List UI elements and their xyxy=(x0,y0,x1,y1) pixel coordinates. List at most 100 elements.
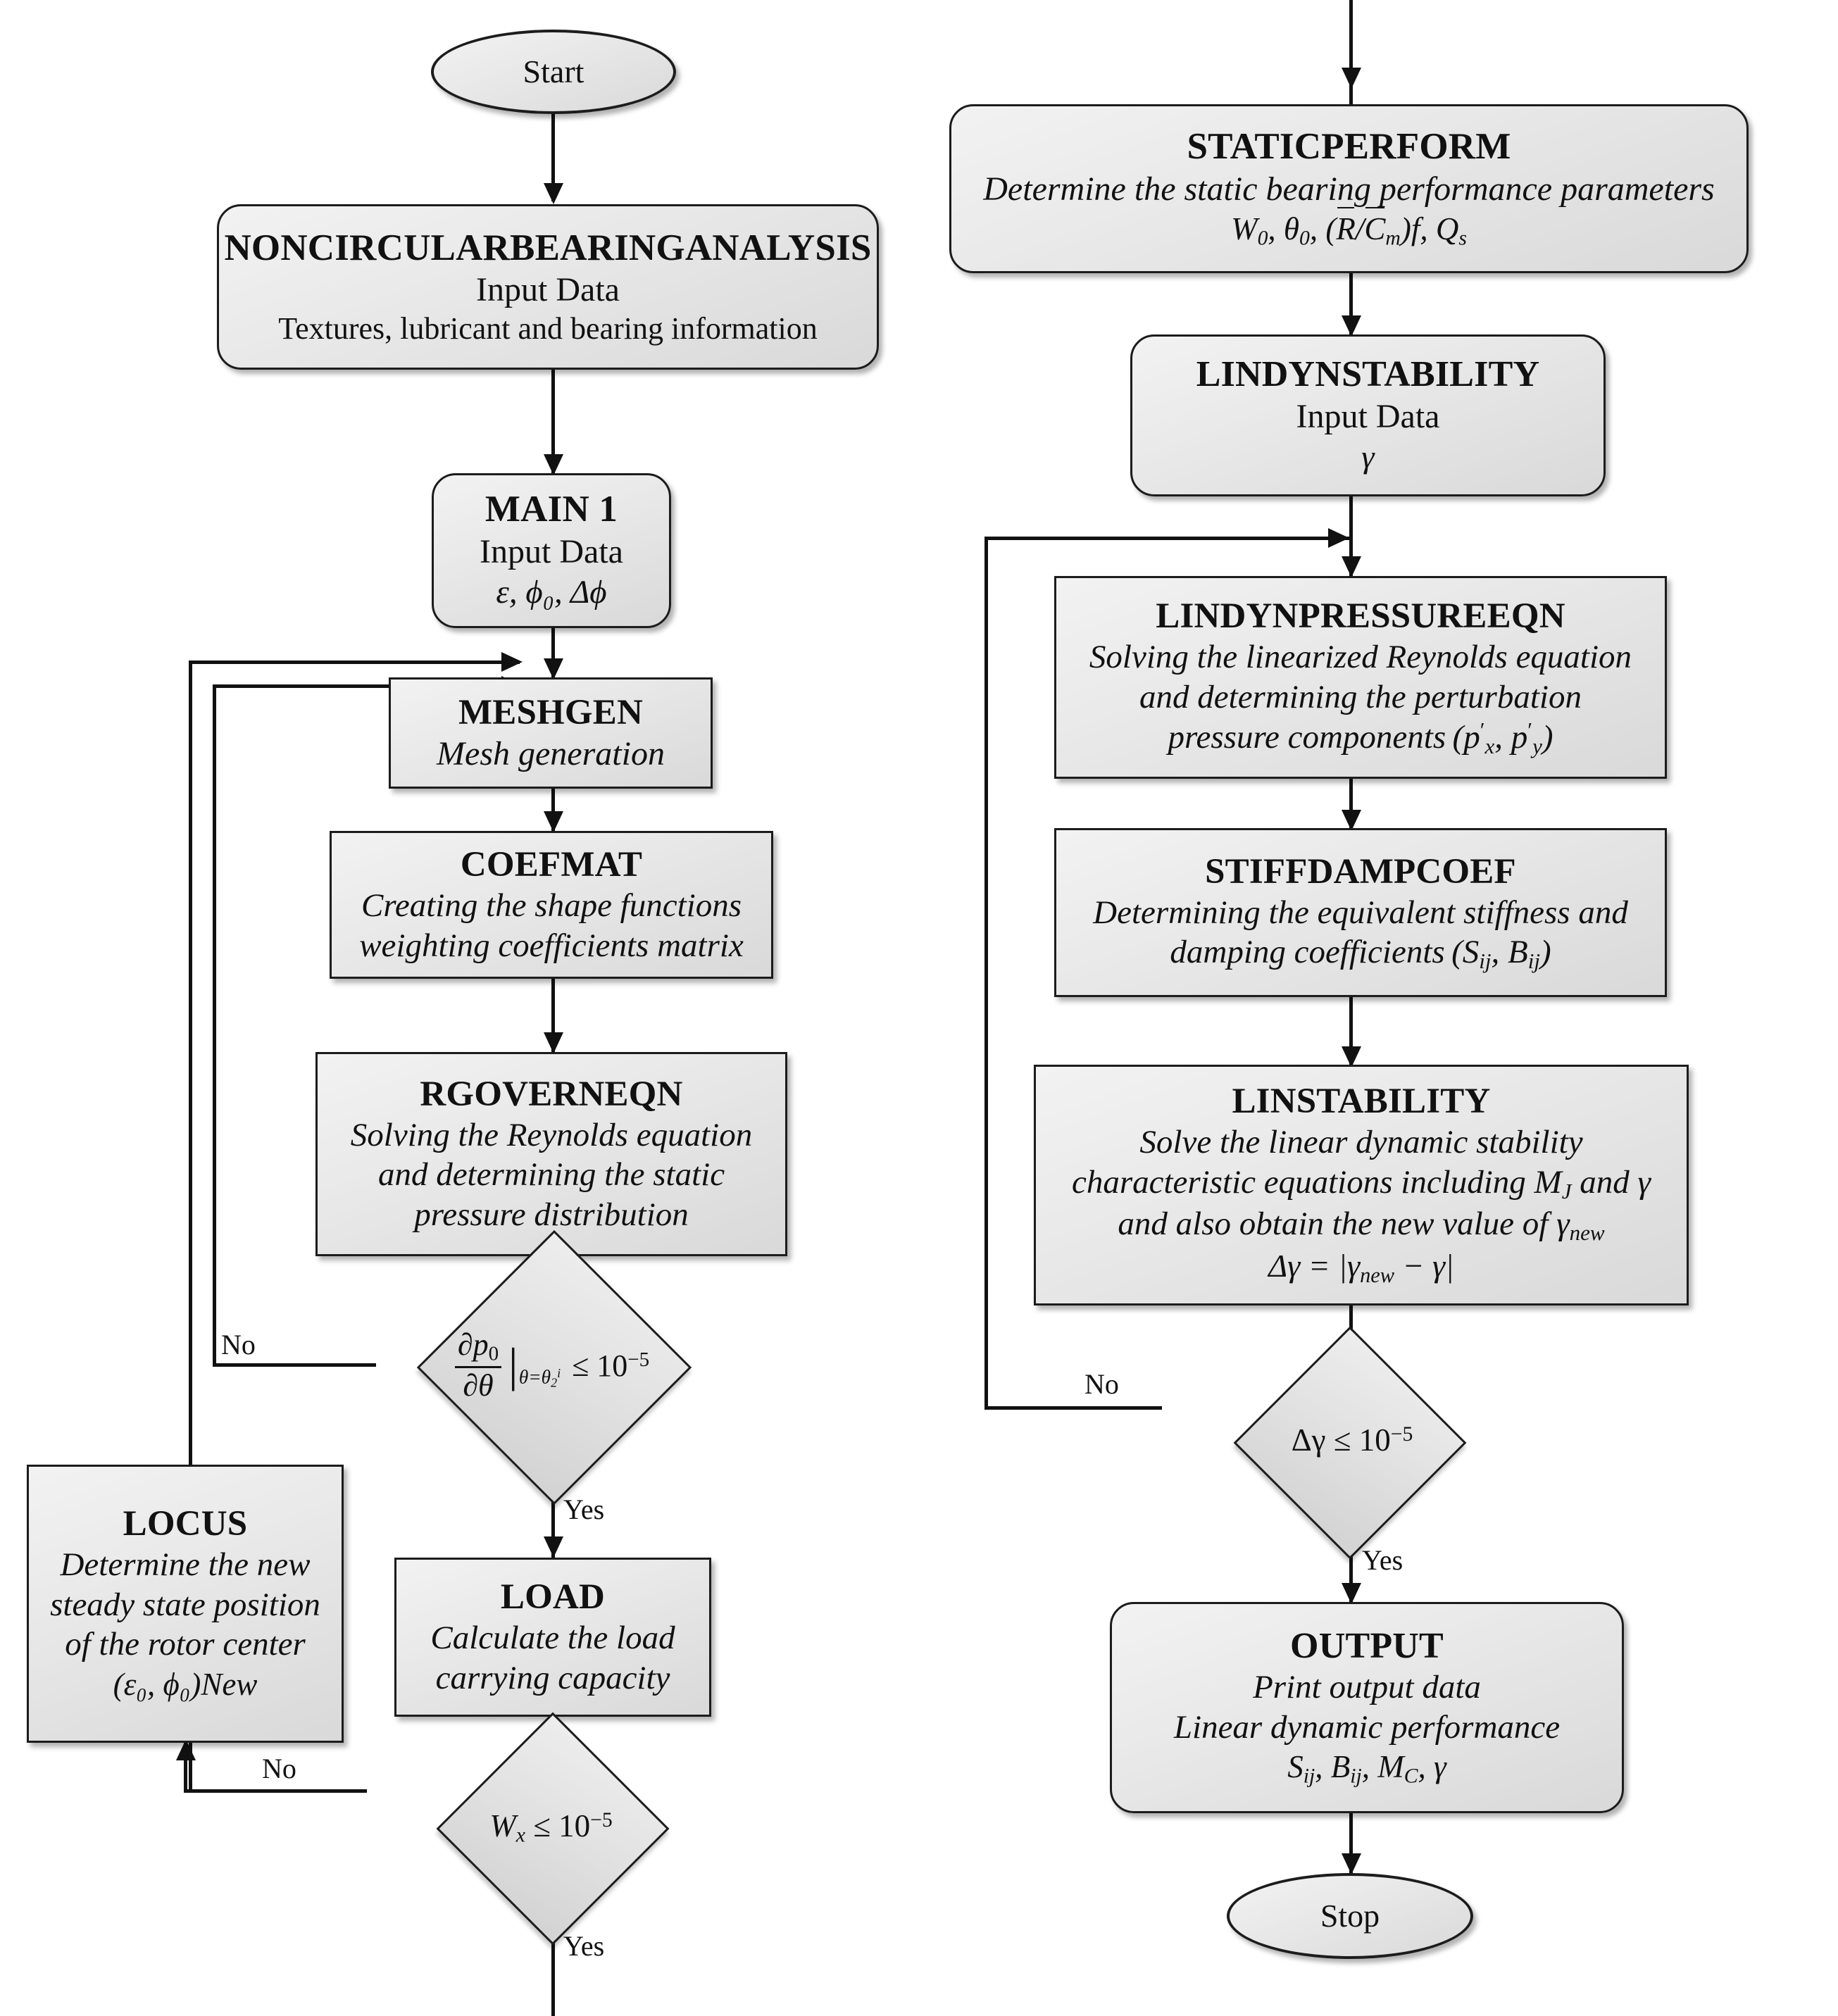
edge-loop-inner-vertical xyxy=(213,684,216,1366)
node-noncircularbearinganalysis[interactable]: NONCIRCULARBEARINGANALYSIS Input Data Te… xyxy=(217,204,879,370)
node-linstability[interactable]: LINSTABILITY Solve the linear dynamic st… xyxy=(1034,1065,1689,1306)
arrowhead-start-to-noncircular xyxy=(544,183,563,204)
edge-gamma-loop-bottom xyxy=(984,1406,1162,1410)
node-coefmat-title: COEFMAT xyxy=(460,845,643,885)
edge-wx-yes xyxy=(551,1901,555,2016)
arrowhead-output-to-stop xyxy=(1342,1853,1361,1874)
edge-label-pressure-no: No xyxy=(221,1329,256,1360)
node-stiffdampcoef[interactable]: STIFFDAMPCOEF Determining the equivalent… xyxy=(1054,828,1667,997)
edge-meshgen-to-coefmat xyxy=(551,789,555,832)
node-lindynstability-title: LINDYNSTABILITY xyxy=(1196,354,1540,395)
edge-coefmat-to-rgoverneqn xyxy=(551,979,555,1055)
node-stop-label: Stop xyxy=(1320,1898,1380,1934)
arrowhead-stiffdamp-to-linstability xyxy=(1342,1046,1361,1068)
edge-loop-inner-top xyxy=(213,684,520,688)
edge-label-wx-yes: Yes xyxy=(563,1930,605,1962)
node-output-line3: Linear dynamic performance xyxy=(1173,1708,1561,1746)
decision-pressure-shape xyxy=(416,1229,692,1505)
edge-pressure-no xyxy=(285,1363,376,1367)
node-coefmat-line2: Creating the shape functions xyxy=(361,887,742,925)
node-output-line2: Print output data xyxy=(1253,1669,1481,1706)
arrowhead-pressure-yes xyxy=(544,1536,563,1558)
node-linstability-line4: and also obtain the new value of γnew xyxy=(1118,1205,1605,1245)
node-lindynpressureeqn-line4: pressure components (p′x, p′y) xyxy=(1168,717,1553,758)
node-linstability-line2: Solve the linear dynamic stability xyxy=(1139,1124,1583,1161)
node-rgoverneqn-line4: pressure distribution xyxy=(414,1196,689,1233)
node-coefmat-line3: weighting coefficients matrix xyxy=(359,927,744,964)
arrowhead-lindynstability-to-pressureeqn xyxy=(1342,556,1361,577)
edge-label-gamma-no: No xyxy=(1084,1368,1119,1400)
node-start[interactable]: Start xyxy=(431,30,676,114)
edge-loop-outer-top xyxy=(189,660,520,664)
edge-pressure-yes xyxy=(551,1472,555,1558)
edge-pressureeqn-to-stiffdamp xyxy=(1349,779,1353,829)
node-linstability-title: LINSTABILITY xyxy=(1232,1082,1491,1122)
node-noncircular-title: NONCIRCULARBEARINGANALYSIS xyxy=(224,227,872,268)
node-rgoverneqn-line3: and determining the static xyxy=(377,1156,725,1194)
edge-wx-no-to-locus xyxy=(184,1743,187,1792)
edge-output-to-stop xyxy=(1349,1813,1353,1877)
arrowhead-coefmat-to-rgoverneqn xyxy=(544,1032,563,1053)
edge-loop-outer-vertical xyxy=(189,660,192,1793)
arrowhead-gamma-yes xyxy=(1342,1583,1361,1604)
decision-load-wx[interactable]: Wx ≤ 10−5 xyxy=(366,1711,736,1946)
decision-wx-shape xyxy=(436,1712,670,1946)
node-noncircular-line2: Input Data xyxy=(476,271,620,309)
node-lindynstability-math: γ xyxy=(1361,439,1375,475)
decision-pressure-gradient[interactable]: ∂p0 ∂θ | θ=θ2i ≤ 10−5 xyxy=(369,1228,735,1505)
node-locus-line3: steady state position xyxy=(50,1586,320,1623)
edge-label-gamma-yes: Yes xyxy=(1362,1544,1403,1576)
node-rgoverneqn[interactable]: RGOVERNEQN Solving the Reynolds equation… xyxy=(315,1052,787,1256)
node-staticperform-title: STATICPERFORM xyxy=(1187,126,1511,168)
node-staticperform[interactable]: STATICPERFORM Determine the static beari… xyxy=(949,104,1749,273)
edge-wx-no xyxy=(184,1789,367,1793)
decision-gamma[interactable]: Δγ ≤ 10−5 xyxy=(1162,1324,1542,1560)
node-stiffdampcoef-line2: Determining the equivalent stiffness and xyxy=(1093,894,1628,931)
node-stiffdampcoef-title: STIFFDAMPCOEF xyxy=(1205,851,1516,891)
node-rgoverneqn-title: RGOVERNEQN xyxy=(420,1074,683,1114)
node-meshgen-line2: Mesh generation xyxy=(437,734,665,772)
node-linstability-line3: characteristic equations including MJ an… xyxy=(1071,1163,1651,1203)
arrowhead-gamma-loop xyxy=(1328,528,1349,548)
node-staticperform-line2: Determine the static bearing performance… xyxy=(983,170,1715,208)
arrowhead-noncircular-to-main1 xyxy=(544,454,563,475)
node-locus[interactable]: LOCUS Determine the new steady state pos… xyxy=(27,1465,344,1743)
node-staticperform-math: W0, θ0, (R/Cm)f, Qs xyxy=(1231,206,1467,252)
node-lindynpressureeqn-line3: and determining the perturbation xyxy=(1139,678,1582,715)
node-start-label: Start xyxy=(523,54,584,90)
node-locus-line2: Determine the new xyxy=(60,1546,311,1584)
edge-label-pressure-yes: Yes xyxy=(563,1494,605,1525)
node-output[interactable]: OUTPUT Print output data Linear dynamic … xyxy=(1110,1602,1624,1813)
decision-gamma-shape xyxy=(1233,1326,1467,1560)
node-meshgen-title: MESHGEN xyxy=(458,692,644,732)
node-lindynpressureeqn-title: LINDYNPRESSUREEQN xyxy=(1156,596,1565,636)
node-lindynstability-line2: Input Data xyxy=(1296,397,1440,435)
node-noncircular-line3: Textures, lubricant and bearing informat… xyxy=(278,311,818,346)
node-main1[interactable]: MAIN 1 Input Data ε, ϕ₀, Δϕ xyxy=(432,473,671,628)
node-coefmat[interactable]: COEFMAT Creating the shape functions wei… xyxy=(330,831,773,979)
node-load[interactable]: LOAD Calculate the load carrying capacit… xyxy=(394,1558,711,1717)
node-locus-title: LOCUS xyxy=(123,1504,248,1544)
node-load-title: LOAD xyxy=(500,1577,606,1617)
edge-main1-to-meshgen xyxy=(551,628,555,679)
node-rgoverneqn-line2: Solving the Reynolds equation xyxy=(350,1116,753,1153)
node-stop[interactable]: Stop xyxy=(1227,1873,1473,1959)
arrowhead-staticperform-to-lindynstability xyxy=(1342,315,1361,337)
edge-gamma-loop-top xyxy=(984,537,1352,540)
edge-gamma-yes xyxy=(1349,1527,1353,1605)
node-meshgen[interactable]: MESHGEN Mesh generation xyxy=(389,677,713,789)
node-lindynstability[interactable]: LINDYNSTABILITY Input Data γ xyxy=(1130,334,1606,496)
edge-label-wx-no: No xyxy=(262,1753,296,1784)
edge-loop-inner-bottom xyxy=(213,1363,290,1367)
node-output-math: Sij, Bij, MC, γ xyxy=(1287,1749,1446,1788)
node-output-title: OUTPUT xyxy=(1290,1626,1444,1667)
node-lindynpressureeqn[interactable]: LINDYNPRESSUREEQN Solving the linearized… xyxy=(1054,576,1667,779)
edge-stiffdamp-to-linstability xyxy=(1349,997,1353,1066)
edge-noncircular-to-main1 xyxy=(551,370,555,474)
node-locus-math: (ε₀, ϕ₀)New xyxy=(113,1666,258,1702)
node-lindynpressureeqn-line2: Solving the linearized Reynolds equation xyxy=(1089,639,1632,676)
arrowhead-into-staticperform xyxy=(1342,68,1361,89)
edge-into-staticperform xyxy=(1349,0,1353,107)
node-linstability-math: Δγ = |γnew − γ| xyxy=(1268,1248,1454,1288)
